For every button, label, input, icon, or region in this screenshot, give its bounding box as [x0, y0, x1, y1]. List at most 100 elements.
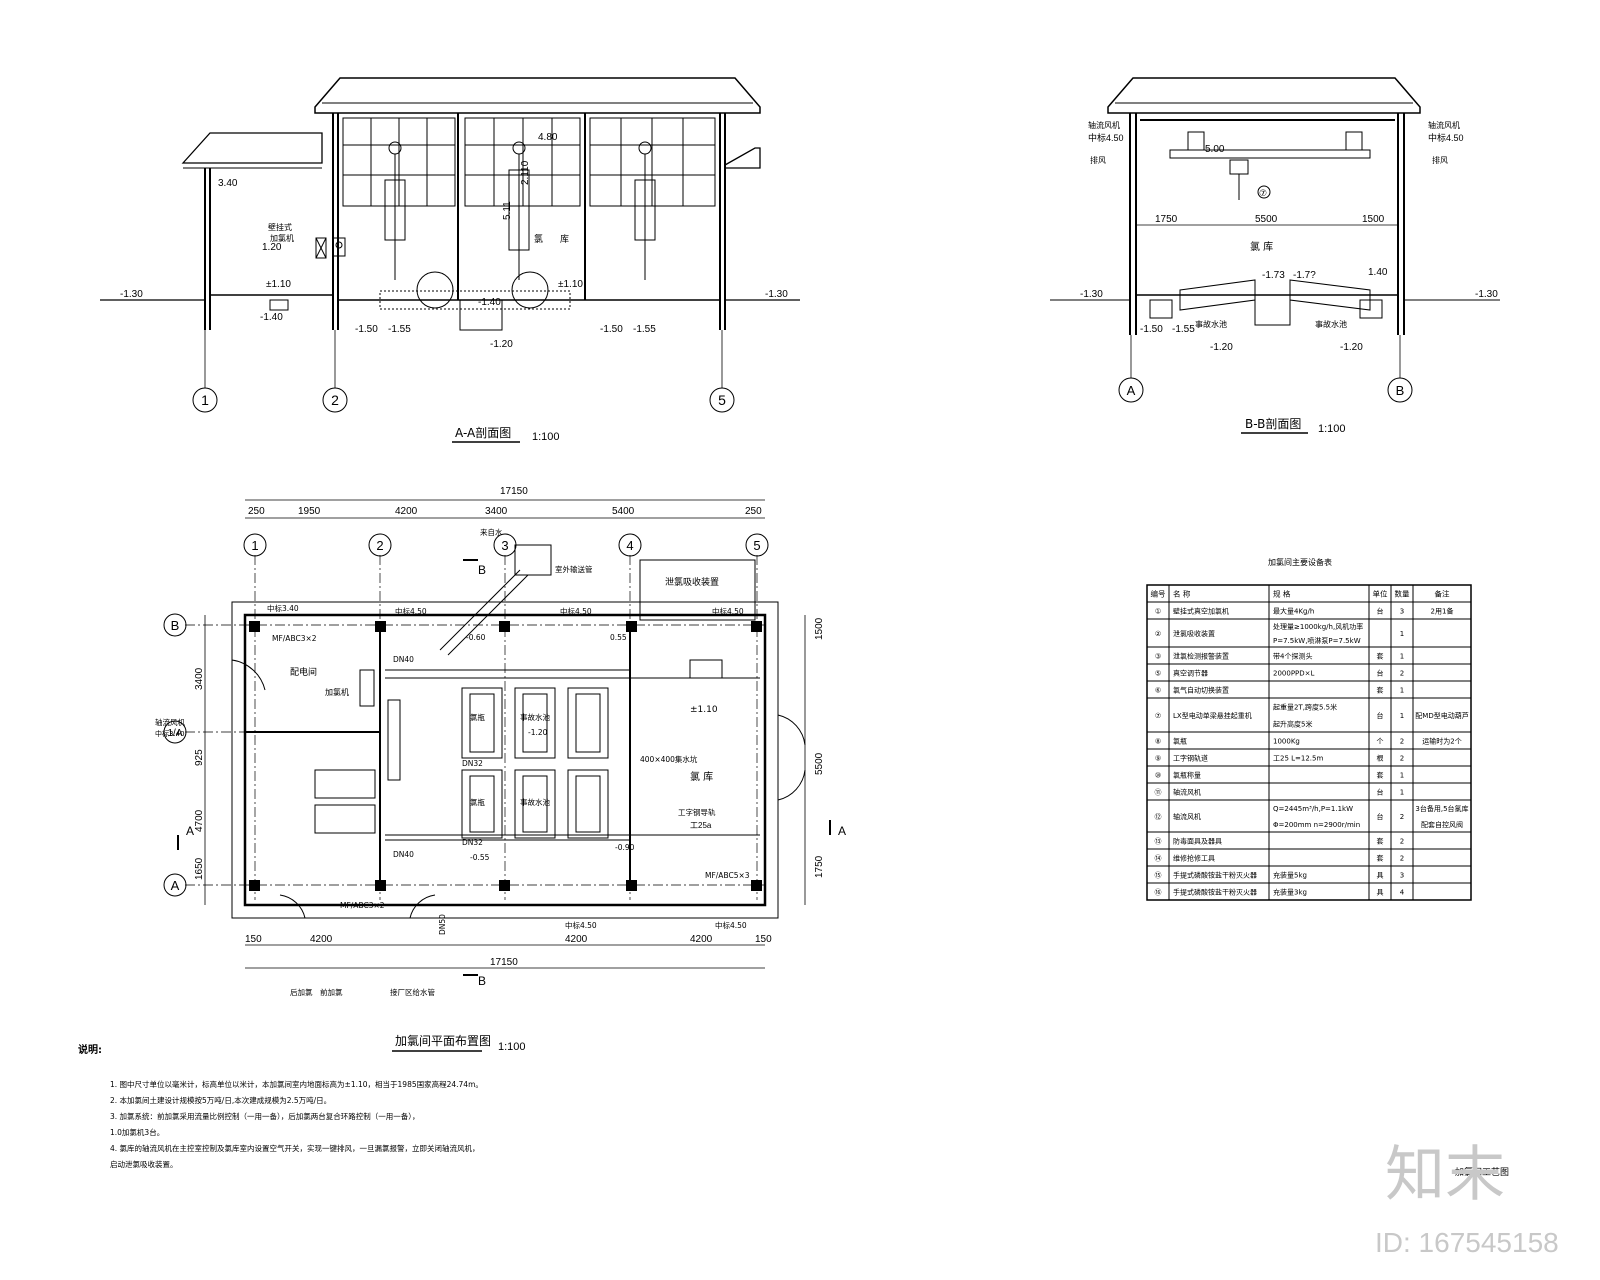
plan-axis-5: 5	[753, 538, 760, 553]
table-header-cell: 规 格	[1273, 589, 1291, 599]
table-cell: 1	[1400, 712, 1404, 720]
bb-dim: 5500	[1255, 214, 1278, 225]
aa-level: -1.30	[765, 289, 788, 300]
plan-left-dim: 1650	[194, 857, 205, 880]
plan-note: 400×400集水坑	[640, 754, 698, 764]
bb-label: 事故水池	[1315, 319, 1347, 329]
plan-scale: 1:100	[498, 1041, 526, 1053]
aa-level: 2.110	[520, 160, 531, 185]
section-aa: 1 2 5 3.40 1.20 ±1.10 -1.30 -1.40 -1.50 …	[100, 77, 800, 443]
plan-note: MF/ABC3×2	[272, 634, 317, 643]
plan-total-dim: 17150	[500, 486, 528, 497]
plan-top-dim: 5400	[612, 506, 635, 517]
plan-room: 氯 库	[690, 770, 713, 783]
bb-level: -1.30	[1080, 289, 1103, 300]
table-cell: 套	[1377, 854, 1384, 863]
bb-level: -1.50	[1140, 324, 1163, 335]
table-cell: 运输时为2个	[1422, 737, 1461, 746]
table-cell: ⑬	[1155, 838, 1162, 846]
plan-note: DN40	[393, 655, 414, 664]
bb-axis-b: B	[1396, 383, 1405, 398]
table-header-cell: 备注	[1435, 589, 1451, 599]
bb-level: -1.20	[1340, 342, 1363, 353]
aa-level: ±1.10	[266, 279, 291, 290]
bb-level: 中标4.50	[1428, 132, 1464, 143]
aa-level: -1.40	[478, 297, 501, 308]
plan-note: 室外输送管	[555, 564, 593, 574]
plan-room: 加氯机	[325, 687, 349, 697]
table-cell: 手提式磷酸铵盐干粉灭火器	[1173, 888, 1257, 897]
plan-note: ±1.10	[690, 705, 718, 715]
table-cell: 1	[1400, 630, 1404, 638]
note-line: 3. 加氯系统：前加氯采用流量比例控制（一用一备），后加氯两台复合环路控制（一用…	[110, 1111, 420, 1121]
plan-right-dim: 5500	[814, 752, 825, 775]
plan-note: 事故水池	[520, 712, 550, 722]
plan-top-dim: 1950	[298, 506, 321, 517]
table-cell: 2	[1400, 855, 1404, 863]
table-cell: 配MD型电动葫芦	[1415, 711, 1468, 720]
plan-note: DN50	[438, 914, 447, 935]
table-cell: 2	[1400, 755, 1404, 763]
table-cell: 台	[1377, 711, 1384, 720]
plan-note: -0.55	[470, 853, 490, 862]
table-cell: 1	[1400, 653, 1404, 661]
note-line: 1.0加氯机3台。	[110, 1127, 164, 1137]
note-line: 1. 图中尺寸单位以毫米计，标高单位以米计，本加氯间室内地面标高为±1.10，相…	[110, 1079, 483, 1089]
table-cell: 1	[1400, 789, 1404, 797]
table-cell: 套	[1377, 686, 1384, 695]
table-cell: 个	[1377, 738, 1384, 746]
plan-note: 事故水池	[520, 797, 550, 807]
table-cell: 台	[1377, 607, 1384, 616]
section-bb: ⑦ 1750 5500 1500 5.00 -1.73 -1.7? 1.40 -…	[1050, 77, 1500, 435]
aa-level: 5.11	[502, 201, 513, 220]
table-cell: 维修抢修工具	[1173, 854, 1215, 863]
table-cell: 充装量3kg	[1273, 888, 1307, 897]
table-cell: 套	[1377, 837, 1384, 846]
table-cell: 壁挂式真空加氯机	[1173, 607, 1229, 616]
table-cell: 泄氯检测报警装置	[1173, 652, 1229, 661]
table-cell: 起升高度5米	[1273, 720, 1312, 729]
plan-bottom-dim: 4200	[690, 934, 713, 945]
table-header-cell: 数量	[1395, 589, 1411, 599]
table-cell: 起重量2T,跨度5.5米	[1273, 703, 1337, 712]
aa-level: ±1.10	[558, 279, 583, 290]
table-cell: 4	[1400, 889, 1405, 897]
plan-note: 中标4.50	[565, 920, 597, 930]
plan-top-dim: 250	[745, 506, 762, 517]
bb-level: -1.55	[1172, 324, 1195, 335]
aa-label: 氯	[534, 233, 543, 245]
table-cell: 2	[1400, 813, 1404, 821]
plan-bottom-dim: 150	[755, 934, 772, 945]
table-cell: 工25 L=12.5m	[1273, 755, 1323, 763]
table-cell: 氯瓶称量	[1173, 771, 1201, 780]
table-cell: 防毒面具及器具	[1173, 837, 1222, 846]
plan-axis-a: A	[171, 878, 180, 893]
plan-cut-a-left: A	[186, 824, 194, 838]
bb-label: 氯 库	[1250, 240, 1273, 253]
table-cell: ⑤	[1155, 670, 1161, 678]
bb-label: 轴流风机	[1428, 120, 1460, 130]
table-cell: 氯瓶	[1173, 737, 1187, 746]
bb-level: -1.7?	[1293, 270, 1316, 281]
plan-axis-4: 4	[626, 538, 633, 553]
table-cell: 1000Kg	[1273, 738, 1300, 746]
note-line: 2. 本加氯间土建设计规模按5万吨/日,本次建成规模为2.5万吨/日。	[110, 1095, 331, 1105]
bb-label: 事故水池	[1195, 319, 1227, 329]
aa-level: 3.40	[218, 178, 238, 189]
table-title: 加氯间主要设备表	[1268, 557, 1332, 567]
bb-level: -1.20	[1210, 342, 1233, 353]
table-cell: 处理量≥1000kg/h,风机功率	[1273, 622, 1363, 631]
plan-note: 中标4.50	[560, 606, 592, 616]
table-cell: 工字钢轨道	[1173, 754, 1208, 763]
bb-label: 排风	[1432, 155, 1448, 165]
plan-axis-b: B	[171, 618, 180, 633]
plan-bottom-dim: 150	[245, 934, 262, 945]
table-cell: 手提式磷酸铵盐干粉灭火器	[1173, 871, 1257, 880]
table-cell: 1	[1400, 772, 1404, 780]
aa-level: -1.50	[355, 324, 378, 335]
plan-note: -1.20	[528, 728, 548, 737]
plan-cut-a-right: A	[838, 824, 846, 838]
notes-block: 说明: 1. 图中尺寸单位以毫米计，标高单位以米计，本加氯间室内地面标高为±1.…	[78, 1043, 483, 1169]
